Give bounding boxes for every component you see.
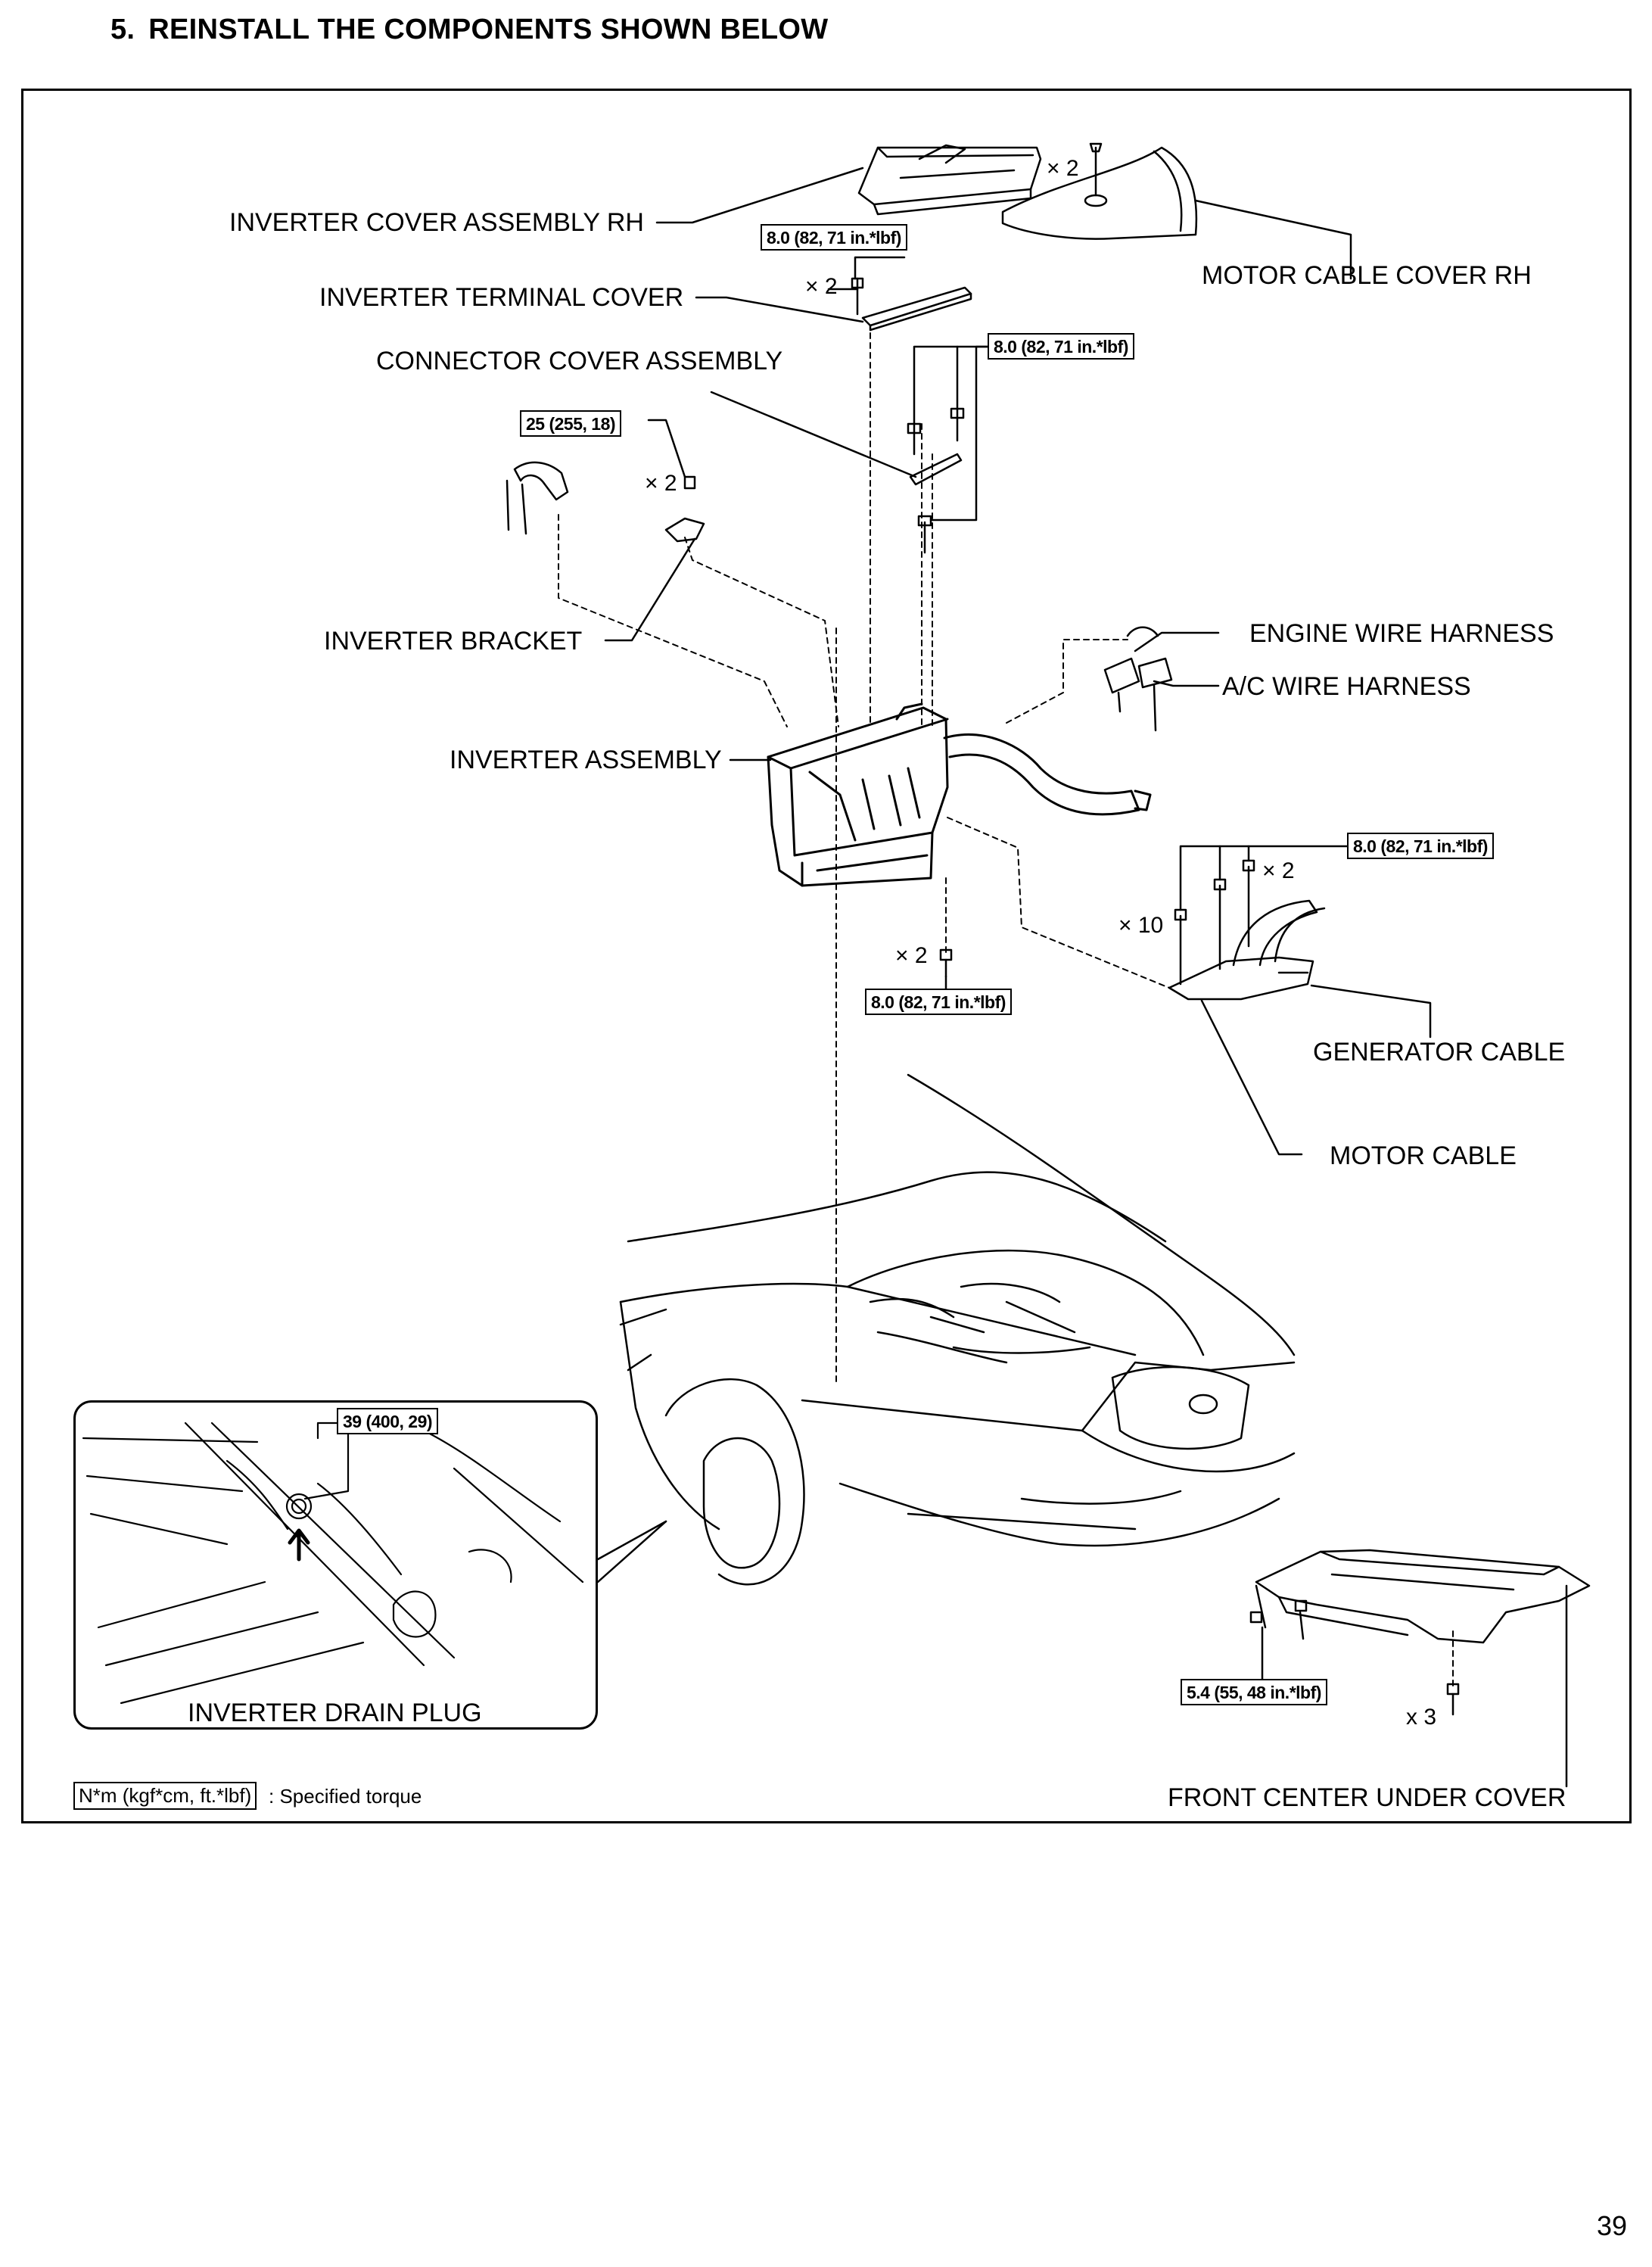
inverter-assembly-part [767,702,1152,887]
quantity-bracket: × 2 [645,471,677,496]
inverter-terminal-cover-label: INVERTER TERMINAL COVER [319,283,684,312]
front-center-under-cover-label: FRONT CENTER UNDER COVER [1168,1783,1566,1812]
motor-generator-cable-parts [1168,859,1326,1001]
inverter-bottom-bolt [939,948,953,978]
motor-cable-label: MOTOR CABLE [1330,1141,1517,1170]
ac-wire-harness-label: A/C WIRE HARNESS [1222,672,1471,701]
inverter-cover-assembly-rh-label: INVERTER COVER ASSEMBLY RH [229,208,644,237]
page-heading: 5. REINSTALL THE COMPONENTS SHOWN BELOW [110,14,828,46]
harness-connector-parts [1103,626,1173,732]
engine-wire-harness-label: ENGINE WIRE HARNESS [1249,619,1554,648]
step-title: REINSTALL THE COMPONENTS SHOWN BELOW [148,14,829,45]
torque-spec-cable-bolts: 8.0 (82, 71 in.*lbf) [1347,833,1494,860]
torque-spec-inverter-bottom: 8.0 (82, 71 in.*lbf) [865,989,1012,1016]
motor-cable-cover-rh-label: MOTOR CABLE COVER RH [1202,261,1532,290]
torque-legend-box: N*m (kgf*cm, ft.*lbf) [73,1782,257,1811]
inverter-terminal-cover-part [851,277,972,332]
drain-plug-inset [73,1400,598,1730]
torque-spec-under-cover: 5.4 (55, 48 in.*lbf) [1181,1679,1327,1706]
motor-cable-cover-rh-part [1001,142,1198,240]
diagram-frame [21,89,1632,1823]
connector-cover-parts [907,407,965,554]
torque-spec-bracket: 25 (255, 18) [520,410,622,438]
quantity-under-cover: x 3 [1406,1705,1437,1730]
inverter-bracket-parts [506,461,705,543]
torque-spec-drain-plug: 39 (400, 29) [337,1408,439,1435]
generator-cable-label: GENERATOR CABLE [1313,1038,1566,1067]
quantity-inverter-bottom: × 2 [895,943,928,968]
quantity-cable-left: × 10 [1118,913,1164,938]
quantity-cable-top: × 2 [1262,858,1295,883]
inverter-drain-plug-label: INVERTER DRAIN PLUG [188,1699,482,1727]
step-number: 5. [110,14,135,45]
torque-spec-terminal-cover: 8.0 (82, 71 in.*lbf) [761,224,907,251]
front-center-under-cover-part [1249,1549,1591,1716]
quantity-terminal-cover: × 2 [805,274,838,299]
inverter-cover-assembly-rh-part [857,144,1042,216]
leader-lines [596,167,1568,1788]
inverter-bracket-label: INVERTER BRACKET [324,627,583,655]
page-number: 39 [1597,2210,1628,2241]
torque-spec-connector-cover: 8.0 (82, 71 in.*lbf) [988,333,1134,360]
quantity-motor-cable-cover: × 2 [1047,156,1079,181]
connector-cover-assembly-label: CONNECTOR COVER ASSEMBLY [376,347,783,375]
vehicle-outline [619,1073,1296,1586]
torque-legend-text: : Specified torque [269,1785,422,1808]
drain-plug-inset-drawing [82,1422,584,1705]
inverter-assembly-label: INVERTER ASSEMBLY [450,746,722,774]
